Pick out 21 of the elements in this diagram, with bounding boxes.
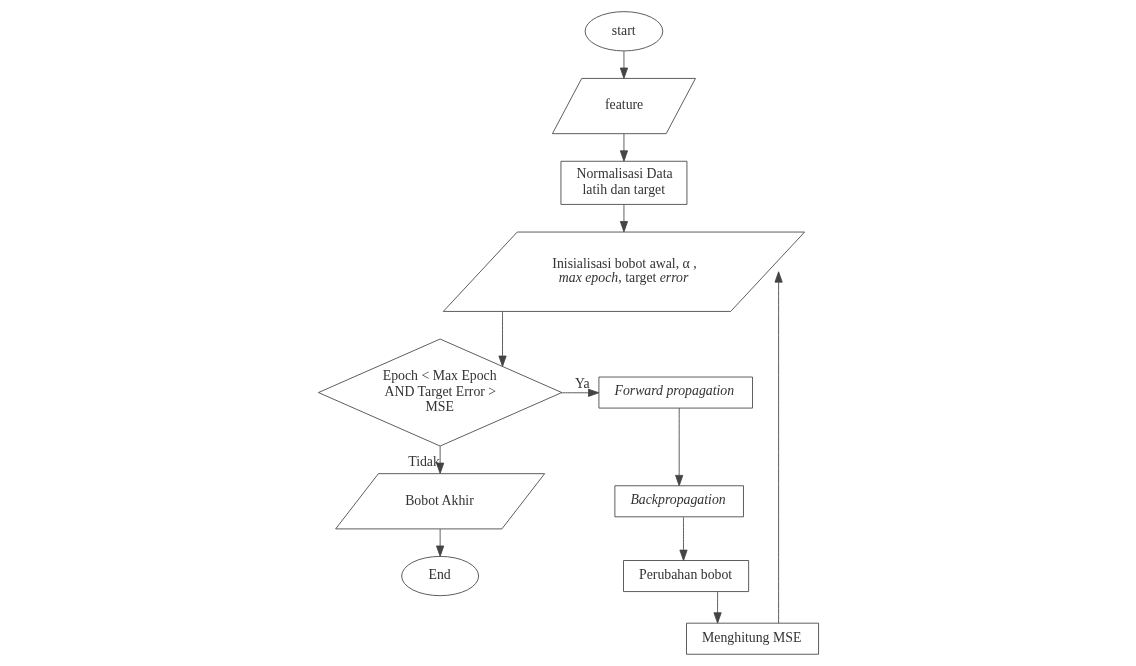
node-diamond: Epoch < Max Epoch AND Target Error > MSE [317,338,562,447]
arrow [619,204,628,233]
arrow [560,388,599,397]
arrow [435,528,444,557]
arrow [678,516,688,561]
node-box: Forward propagation [598,376,753,409]
arrow [713,591,722,624]
arrow [619,133,628,162]
arrow [619,50,628,79]
arrow [435,445,444,474]
node-box: Perubahan bobot [622,560,749,592]
node-box: Backpropagation [613,485,744,518]
edge-label: Ya [574,376,590,392]
node-ellipse: start [584,11,663,52]
arrow [774,271,783,624]
node-ellipse: End [400,555,479,597]
edge-label: Tidak [407,453,440,469]
arrow [674,407,683,487]
arrow [497,311,507,367]
node-box: Normalisasi Data latih dan target [560,160,687,205]
node-box: Menghitung MSE [685,622,819,655]
